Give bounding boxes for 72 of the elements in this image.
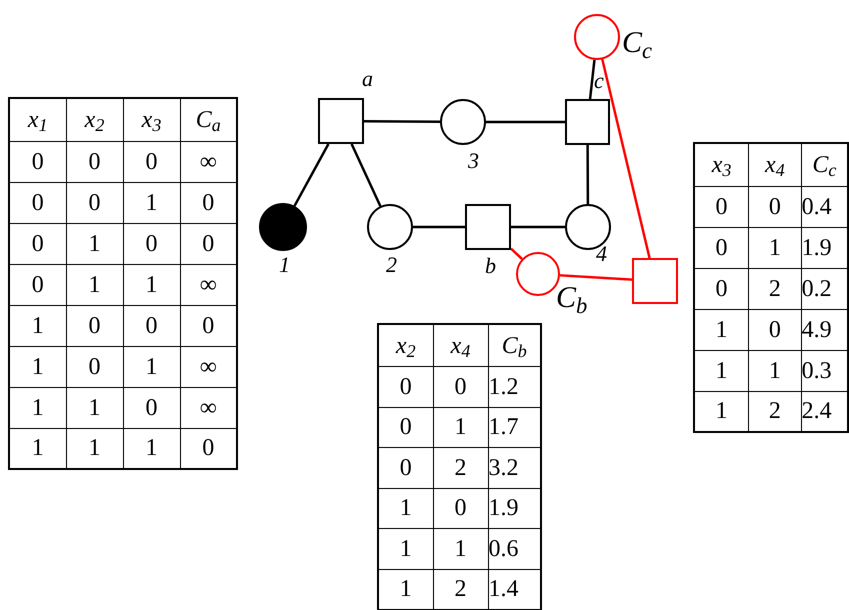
table-cell: 1 (66, 223, 123, 264)
header-cell: x$_{2}$ (378, 324, 433, 366)
header-cell: x$_{2}$ (66, 98, 123, 141)
table-cell: 1 (694, 309, 749, 350)
header-cell: x$_{3}$ (694, 143, 749, 186)
header-cell: x$_{1}$ (9, 98, 66, 141)
node-label: 1 (279, 254, 290, 276)
table-cell: 0 (66, 346, 123, 387)
connector-line (588, 60, 596, 100)
table-cell: 1 (123, 182, 180, 223)
square-node (632, 258, 678, 304)
table-cell: 0 (694, 186, 749, 227)
connector-line (350, 143, 382, 207)
node-label: a (362, 68, 373, 90)
table-cell: 0 (378, 366, 433, 407)
connector-line (511, 226, 565, 228)
table-cell: 1 (66, 264, 123, 305)
square-node (318, 98, 364, 144)
table-cell: 0 (433, 366, 488, 407)
square-node (465, 204, 511, 250)
table-cell: 0 (123, 141, 180, 182)
table-cell: 1 (123, 346, 180, 387)
table-cell: 0 (694, 268, 749, 309)
table-cell: 1 (9, 305, 66, 346)
table-cell: 2 (433, 448, 488, 488)
table-cell: 0 (748, 186, 802, 227)
header-cell: x$_{4}$ (433, 324, 488, 366)
table-cell: 0 (9, 264, 66, 305)
table-cell: 0 (66, 305, 123, 346)
table-cell: 0 (694, 227, 749, 268)
table-cell: 1 (433, 528, 488, 569)
table-cell: 0 (9, 223, 66, 264)
table-cell: 1 (9, 387, 66, 428)
table-cell: 0 (9, 182, 66, 223)
node-label: c (594, 70, 604, 92)
header-cell: x$_{4}$ (748, 143, 802, 186)
table-cell: 1 (694, 350, 749, 391)
table-cell: 1 (748, 227, 802, 268)
table-cell: 0 (748, 309, 802, 350)
connector-line (486, 120, 565, 124)
connector-line (586, 145, 590, 204)
table-cell: 1 (433, 407, 488, 448)
table-cell: 1 (748, 350, 802, 391)
table-cell: 0 (66, 182, 123, 223)
table-cell: 2 (748, 268, 802, 309)
connector-line (510, 248, 523, 260)
connector-line (293, 143, 330, 207)
table-cell: 0 (66, 141, 123, 182)
connector-line (601, 59, 651, 258)
node-label: C$_{b}$ (556, 283, 588, 313)
table-cell: 0 (123, 305, 180, 346)
connector-line (560, 274, 632, 281)
node-label: C$_{c}$ (622, 28, 652, 58)
table-cell: 0 (433, 488, 488, 528)
table-cell: 0 (123, 223, 180, 264)
table-cell: 1 (66, 387, 123, 428)
table-cell: 0 (123, 387, 180, 428)
table-cell: 0 (9, 141, 66, 182)
table-cell: 1 (123, 264, 180, 305)
table-cell: 0 (378, 407, 433, 448)
node-label: 4 (596, 243, 607, 265)
table-cell: 1 (9, 346, 66, 387)
node-label: 2 (386, 254, 397, 276)
table-cell: 0 (378, 448, 433, 488)
connector-line (413, 226, 465, 228)
table-cell: 1 (378, 488, 433, 528)
connector-line (364, 120, 440, 124)
square-node (565, 99, 610, 145)
node-label: 3 (468, 150, 479, 172)
node-label: b (485, 255, 496, 277)
header-cell: x$_{3}$ (123, 98, 180, 141)
table-cell: 1 (378, 528, 433, 569)
